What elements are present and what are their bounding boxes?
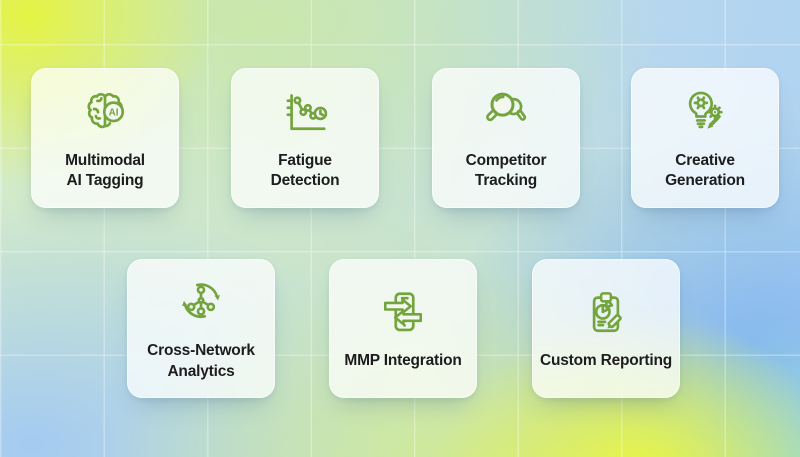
label-line: Creative [675, 151, 735, 169]
card-mmp-integration[interactable]: MMP Integration [329, 259, 477, 398]
label-line: Analytics [167, 362, 235, 380]
clipboard-report-icon [577, 285, 635, 341]
card-cross-network-analytics[interactable]: Cross-Network Analytics [127, 259, 275, 398]
phone-transfer-icon [374, 285, 432, 341]
magnifiers-icon [477, 85, 535, 141]
card-creative-generation[interactable]: Creative Generation [631, 68, 779, 208]
label-line: Generation [665, 172, 745, 189]
brain-ai-badge: AI [109, 107, 119, 118]
label-line: Detection [270, 172, 340, 189]
label-line: AI Tagging [66, 172, 144, 189]
card-label-cross-network-analytics: Cross-Network Analytics [147, 341, 255, 382]
card-custom-reporting[interactable]: Custom Reporting [532, 259, 680, 398]
label-line: Custom Reporting [540, 352, 672, 370]
label-line: Tracking [474, 172, 538, 189]
fatigue-chart-icon [276, 85, 334, 141]
card-label-creative-generation: Creative Generation [665, 151, 745, 192]
bulb-gear-brush-icon [676, 85, 734, 141]
brain-ai-icon: AI [76, 85, 134, 141]
network-sync-icon [172, 275, 230, 331]
label-line: Competitor [465, 151, 547, 169]
card-label-custom-reporting: Custom Reporting [540, 351, 672, 371]
label-line: MMP Integration [344, 352, 462, 370]
label-line: Multimodal [65, 151, 145, 169]
card-multimodal-ai-tagging[interactable]: AI Multimodal AI Tagging [31, 68, 179, 208]
card-competitor-tracking[interactable]: Competitor Tracking [432, 68, 580, 208]
card-label-mmp-integration: MMP Integration [344, 351, 461, 371]
label-line: Cross-Network [147, 342, 255, 360]
card-label-fatigue-detection: Fatigue Detection [271, 151, 340, 192]
card-fatigue-detection[interactable]: Fatigue Detection [231, 68, 379, 208]
card-label-competitor-tracking: Competitor Tracking [466, 151, 547, 192]
label-line: Fatigue [278, 151, 332, 169]
card-label-multimodal-ai-tagging: Multimodal AI Tagging [65, 151, 145, 192]
